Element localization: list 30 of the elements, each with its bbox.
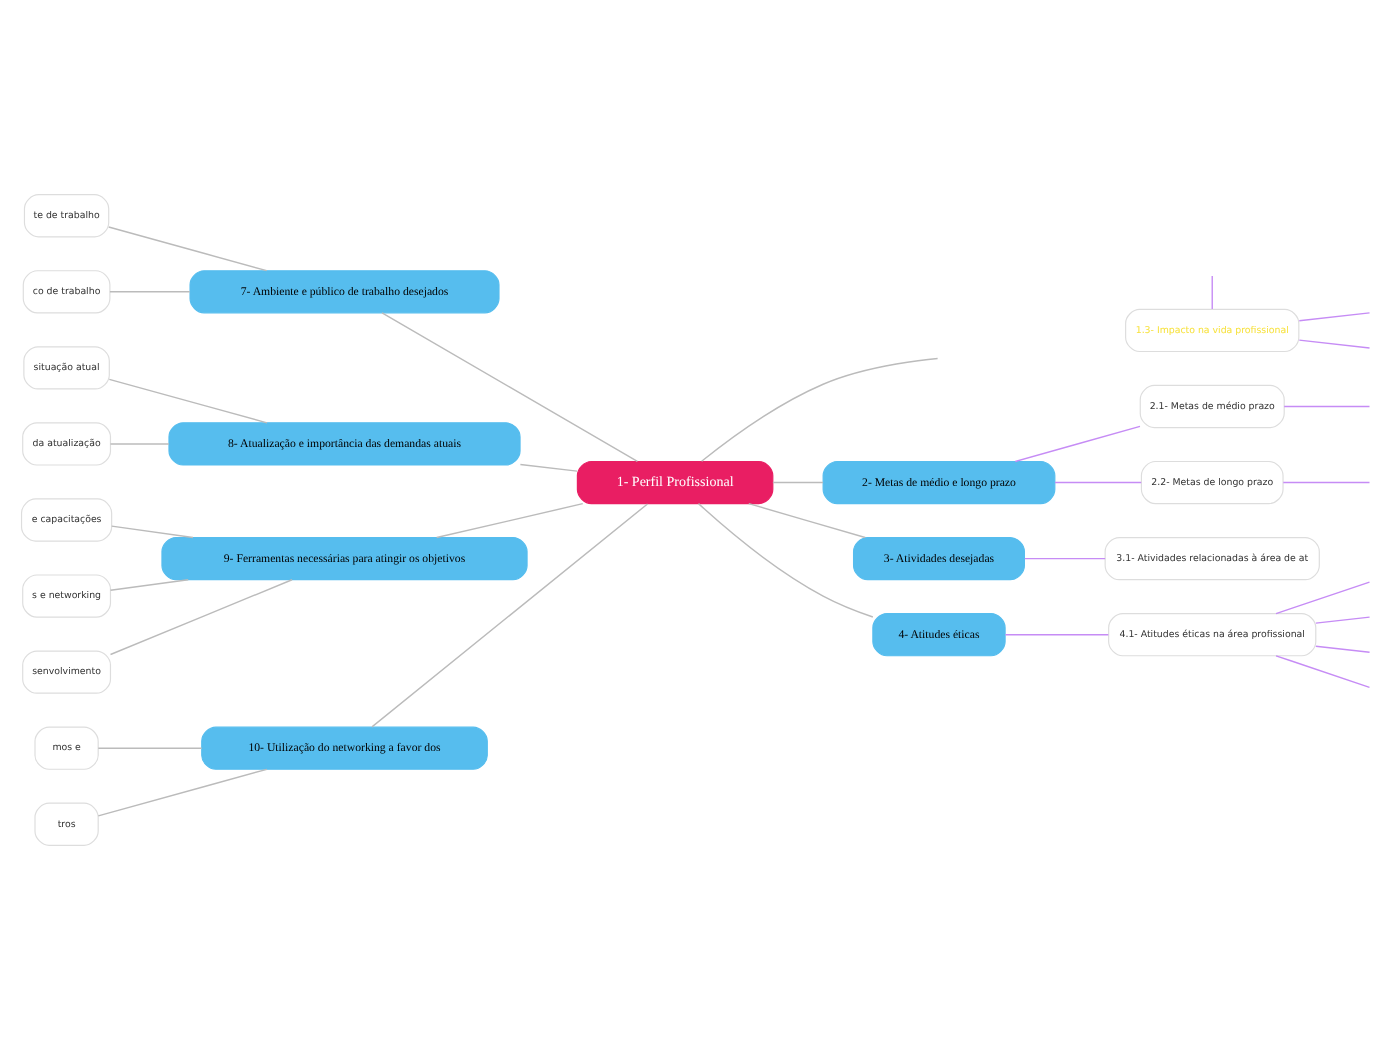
- connector: [97, 747, 203, 749]
- connector: [1275, 581, 1371, 615]
- connector: [1298, 339, 1371, 349]
- connector: [111, 525, 194, 539]
- connector: [109, 579, 189, 591]
- connector: [700, 357, 939, 462]
- connector: [381, 312, 639, 462]
- connector: [1211, 275, 1213, 310]
- connector: [748, 502, 866, 539]
- connector: [1315, 616, 1371, 624]
- connector: [1014, 425, 1141, 463]
- connector: [1298, 312, 1371, 322]
- connector: [1275, 655, 1371, 688]
- connector: [1315, 645, 1371, 653]
- connector: [697, 502, 874, 618]
- connector: [1004, 633, 1109, 636]
- connector: [109, 579, 293, 656]
- connector: [1282, 481, 1371, 484]
- connector: [1054, 481, 1142, 484]
- connector: [108, 378, 268, 424]
- connector: [1024, 557, 1106, 560]
- connector: [108, 226, 268, 272]
- connector: [436, 503, 584, 539]
- connector: [772, 481, 824, 484]
- connector: [371, 503, 649, 728]
- connector: [97, 768, 268, 817]
- connector: [519, 463, 578, 472]
- connector: [109, 291, 191, 293]
- connector: [109, 443, 170, 445]
- connector: [1283, 405, 1371, 408]
